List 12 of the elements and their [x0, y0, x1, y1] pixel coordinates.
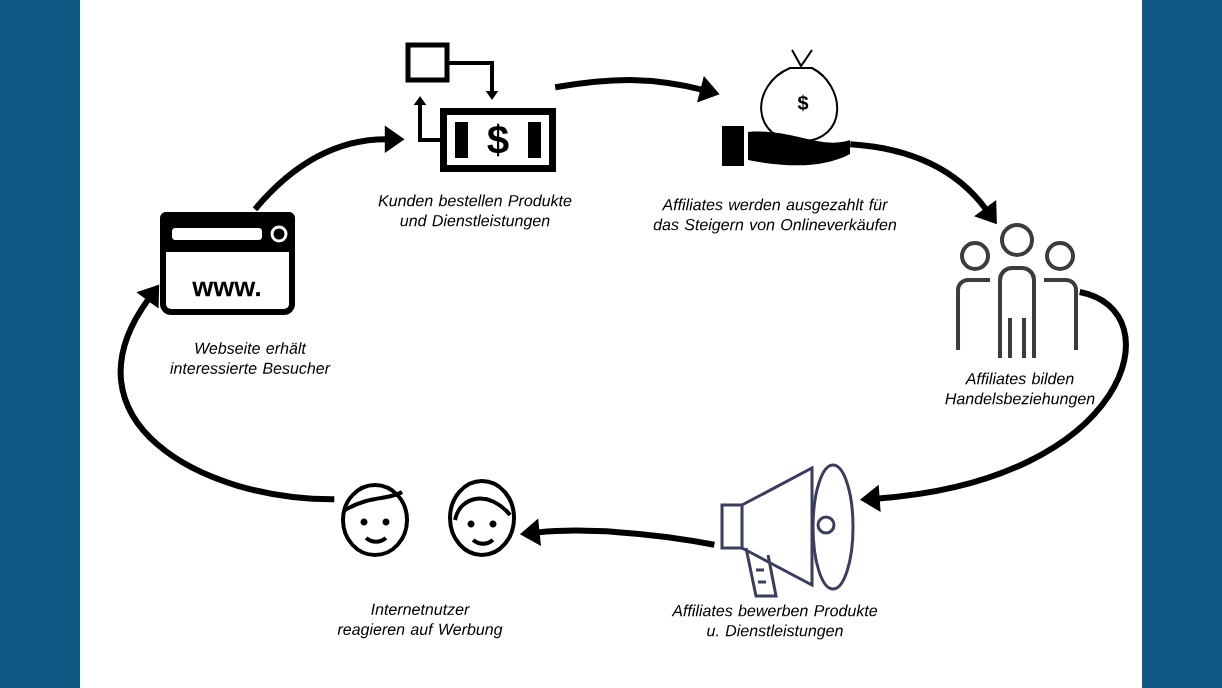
node-label: Affiliates werden ausgezahlt für das Steigern von Onlineverkäufen [653, 198, 897, 234]
node-label: Internetnutzer reagieren auf Werbung [337, 603, 503, 639]
node-label: Kunden bestellen Produkte und Dienstleistungen [378, 194, 572, 230]
megaphone-drawing [720, 463, 855, 598]
browser-window-drawing: www. [160, 212, 295, 315]
money-exchange-drawing: $ [405, 42, 556, 172]
faces-drawing [341, 479, 516, 557]
node-label: Affiliates bewerben Produkte u. Dienstleistungen [671, 604, 878, 640]
node-label: Webseite erhält interessierte Besucher [170, 342, 331, 374]
people-drawing [956, 223, 1078, 358]
money-bag-drawing: $ [722, 49, 850, 166]
node-label: Affiliates bilden Handelsbeziehungen [945, 372, 1095, 408]
